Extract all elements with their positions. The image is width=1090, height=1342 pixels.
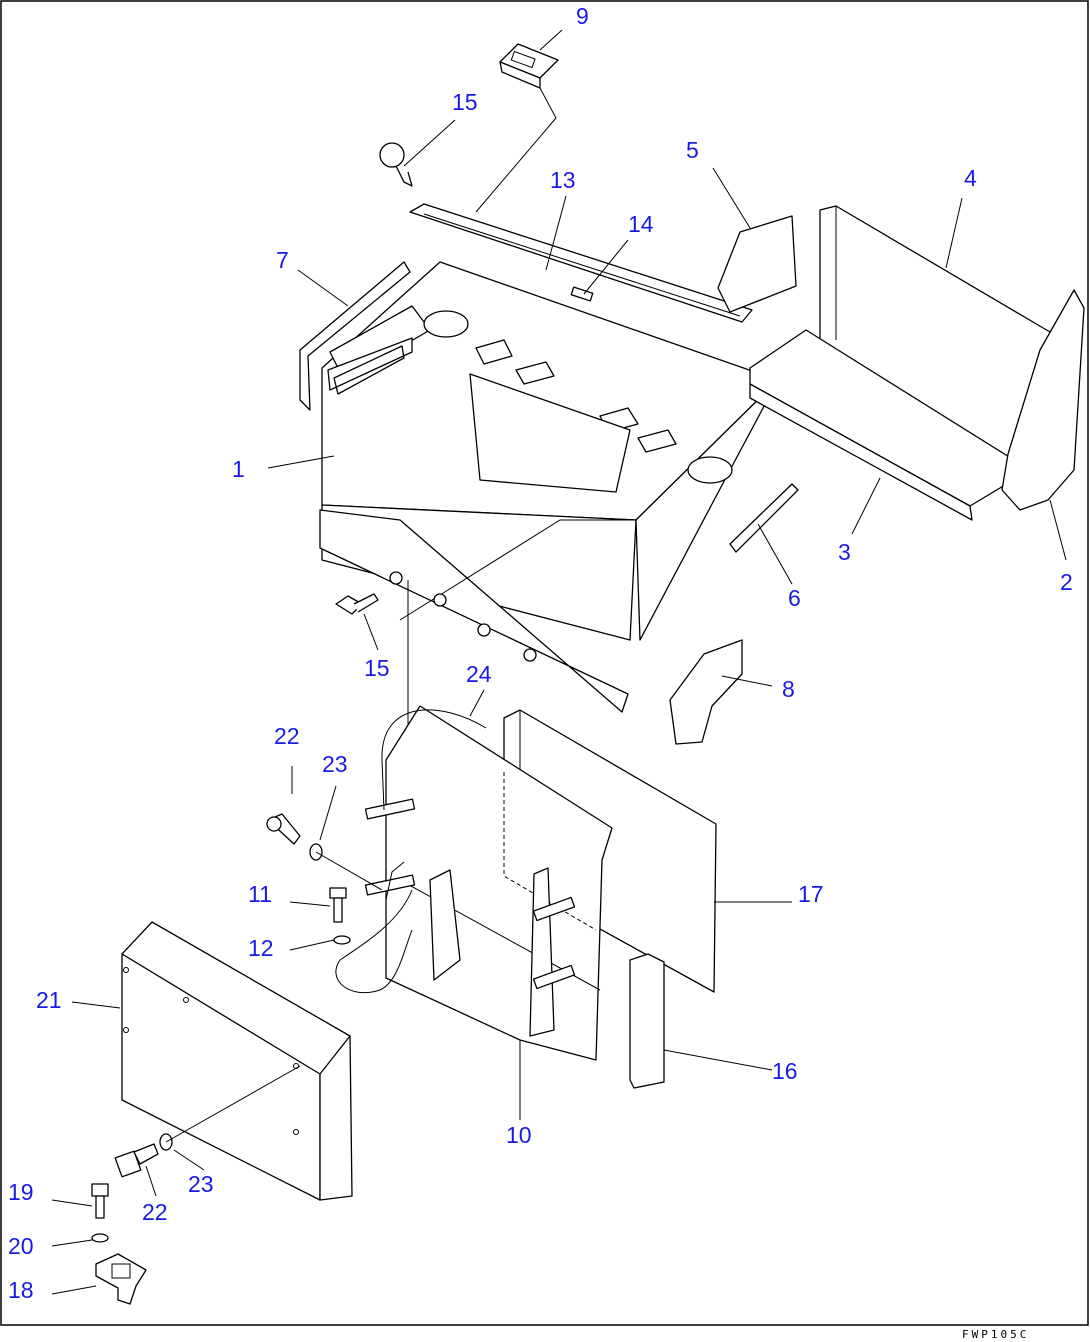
part-23-washer-lower xyxy=(159,1065,301,1151)
callout-23-lower: 23 xyxy=(188,1171,214,1197)
part-16-block xyxy=(629,953,665,1089)
part-22-bolt-lower xyxy=(114,1143,159,1178)
callout-23-upper: 23 xyxy=(322,751,348,777)
part-1-console xyxy=(319,261,779,810)
callout-24: 24 xyxy=(466,661,492,687)
console-screws xyxy=(389,571,537,662)
part-12-washer xyxy=(333,935,351,945)
part-20-washer xyxy=(91,1233,109,1243)
callout-12: 12 xyxy=(248,935,274,961)
part-18-bracket xyxy=(95,1253,147,1305)
callout-20: 20 xyxy=(8,1233,34,1259)
part-15-knob-top xyxy=(379,142,413,187)
part-2-side-pad xyxy=(1001,289,1085,511)
part-15-screw-lower xyxy=(335,593,379,615)
part-19-bolt xyxy=(91,1183,109,1219)
part-5-pad xyxy=(717,215,797,313)
callout-8: 8 xyxy=(782,676,795,702)
callout-2: 2 xyxy=(1060,569,1073,595)
callout-22-lower: 22 xyxy=(142,1199,168,1225)
callout-15-lower: 15 xyxy=(364,655,390,681)
part-22-bolt-upper xyxy=(266,813,301,845)
callout-labels: 1 2 3 4 5 6 7 8 9 10 11 12 13 14 15 15 1… xyxy=(8,3,1073,1303)
callout-21: 21 xyxy=(36,987,62,1013)
callout-10: 10 xyxy=(506,1122,532,1148)
callout-6: 6 xyxy=(788,585,801,611)
callout-18: 18 xyxy=(8,1277,34,1303)
callout-16: 16 xyxy=(772,1058,798,1084)
part-24-cable xyxy=(335,709,487,994)
part-3-cushion xyxy=(749,329,1031,521)
callout-9: 9 xyxy=(576,3,589,29)
callout-3: 3 xyxy=(838,539,851,565)
callout-22-upper: 22 xyxy=(274,723,300,749)
part-9-switch xyxy=(475,43,559,213)
leader-lines xyxy=(51,29,1067,1295)
part-6-trim xyxy=(729,483,799,553)
callout-19: 19 xyxy=(8,1179,34,1205)
part-10-panel xyxy=(364,705,613,1061)
drawing-code: FWP105C xyxy=(962,1328,1029,1341)
part-7-trim xyxy=(299,261,411,411)
part-23-washer-upper xyxy=(309,843,383,891)
callout-4: 4 xyxy=(964,165,977,191)
callout-13: 13 xyxy=(550,167,576,193)
callout-11: 11 xyxy=(248,881,272,907)
callout-15-top: 15 xyxy=(452,89,478,115)
callout-1: 1 xyxy=(232,456,245,482)
part-8-trim xyxy=(669,639,743,745)
part-11-bolt xyxy=(329,887,347,923)
part-13-14-trim xyxy=(409,203,753,323)
callout-17: 17 xyxy=(798,881,824,907)
callout-5: 5 xyxy=(686,137,699,163)
callout-7: 7 xyxy=(276,247,289,273)
part-21-box xyxy=(121,921,353,1201)
callout-14: 14 xyxy=(628,211,654,237)
